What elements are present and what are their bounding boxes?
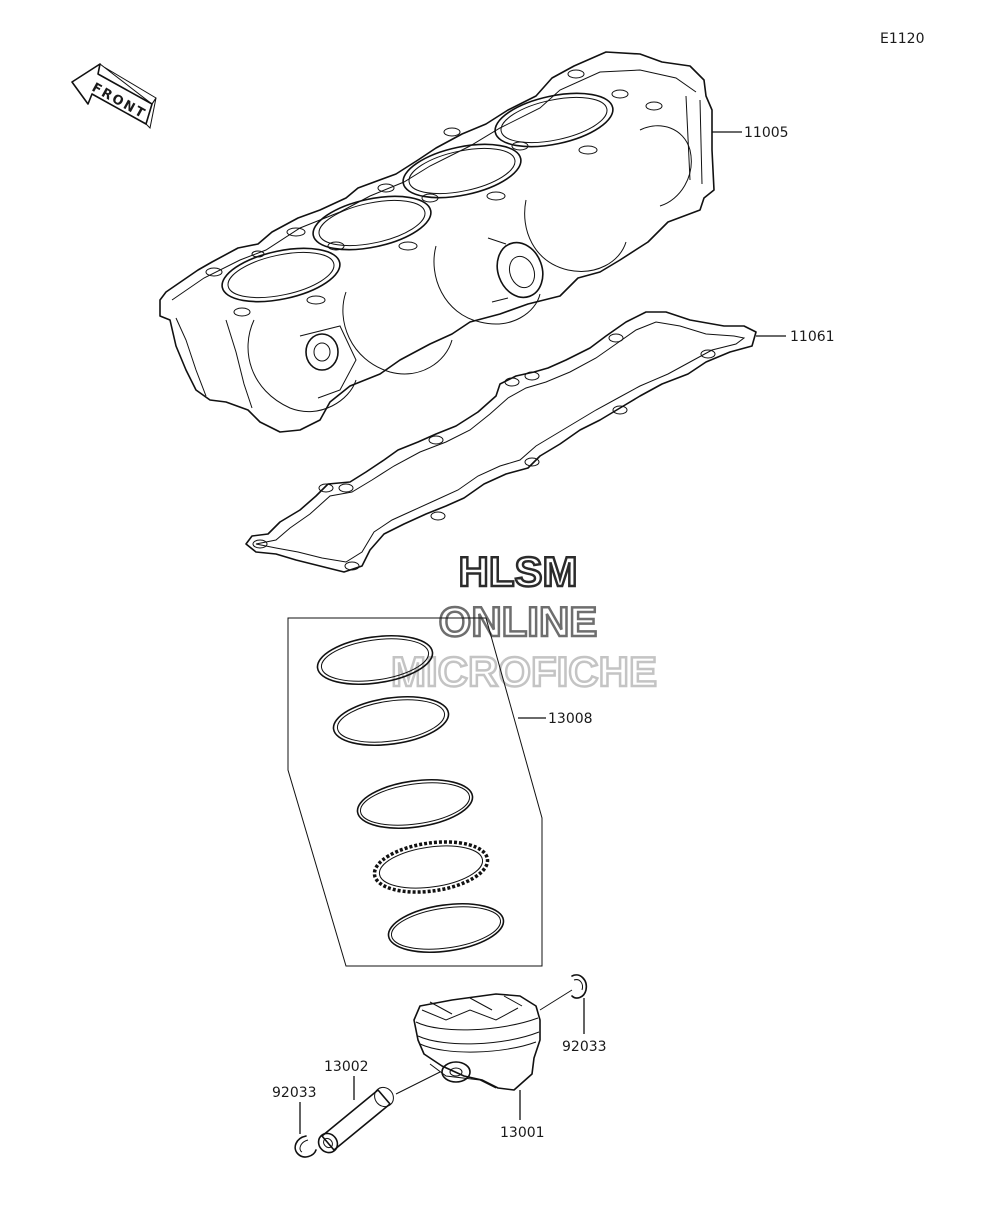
oil-rail-upper xyxy=(356,779,474,829)
ring-set-frame xyxy=(287,617,543,967)
callout-circlip-right: 92033 xyxy=(562,1039,607,1055)
watermark-line-1: HLSM xyxy=(459,548,578,595)
assembly-line-circlip xyxy=(539,989,573,1011)
circlip-left xyxy=(294,1135,317,1158)
callout-ring-set: 13008 xyxy=(548,711,593,727)
callout-piston-pin: 13002 xyxy=(324,1059,369,1075)
watermark: HLSM ONLINE MICROFICHE xyxy=(390,547,659,697)
cylinder-base-gasket xyxy=(245,311,757,573)
second-ring xyxy=(332,696,450,746)
circlip-right xyxy=(571,974,588,999)
front-label: FRONT xyxy=(89,80,148,122)
watermark-line-3: MICROFICHE xyxy=(391,648,657,695)
top-ring xyxy=(316,635,434,685)
watermark-line-2: ONLINE xyxy=(439,598,598,645)
diagram-code: E1120 xyxy=(880,31,924,47)
piston-ring-set xyxy=(287,617,543,967)
oil-rail-lower xyxy=(387,903,505,953)
callout-circlip-left: 92033 xyxy=(272,1085,317,1101)
oil-ring-expander xyxy=(372,840,490,894)
front-arrow-icon: FRONT xyxy=(71,63,157,130)
callout-piston: 13001 xyxy=(500,1125,545,1141)
piston-pin xyxy=(317,1086,394,1154)
piston xyxy=(413,993,541,1091)
callout-cylinder: 11005 xyxy=(744,125,789,141)
assembly-line-pin xyxy=(395,1071,441,1095)
callout-gasket: 11061 xyxy=(790,329,835,345)
cylinder-block xyxy=(159,51,715,433)
